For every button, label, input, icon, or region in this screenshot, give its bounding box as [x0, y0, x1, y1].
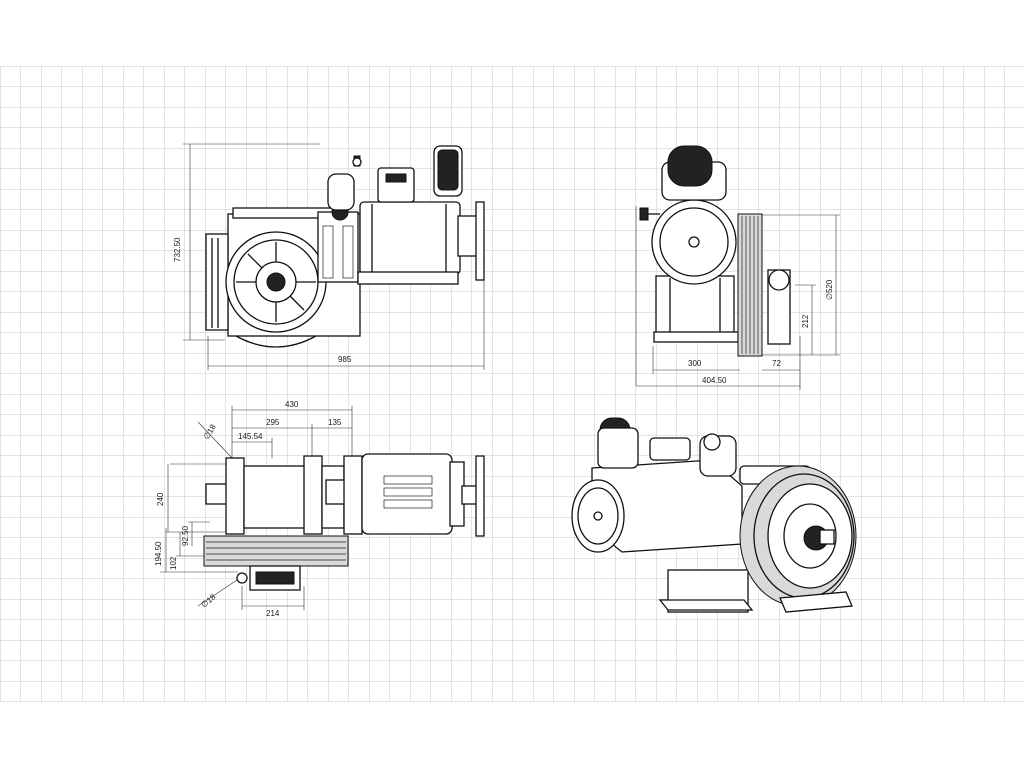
front-view: 732.50 985 [173, 143, 485, 370]
side-view: 300 72 404.50 ∅520 212 [635, 145, 840, 390]
top-overall-dim: 430 [285, 400, 299, 409]
top-dim-92: 92.50 [181, 525, 190, 546]
motor-housing [361, 453, 453, 535]
top-dim-194: 194.50 [154, 541, 163, 566]
base-foot-left [225, 457, 245, 535]
side-overall-dim: 404.50 [702, 376, 727, 385]
grid-background [0, 66, 1024, 702]
drawing-sheet: 732.50 985 [0, 66, 1024, 702]
side-diameter-dim: ∅520 [825, 279, 834, 300]
top-dim-135: 135 [328, 418, 342, 427]
gear-housing [655, 275, 735, 335]
side-width-dim-1: 300 [688, 359, 702, 368]
top-dim-240: 240 [156, 492, 165, 506]
motor-housing [359, 201, 461, 275]
sheave-grooves [203, 535, 349, 567]
terminal-box [377, 167, 415, 203]
side-height-dim: 212 [801, 314, 810, 328]
front-width-dim: 985 [338, 355, 352, 364]
top-view: 430 295 135 145.54 ∅18 240 194.50 102 92… [154, 400, 485, 618]
brake-assembly [317, 211, 359, 283]
top-dim-214: 214 [266, 609, 280, 618]
encoder [667, 145, 713, 187]
side-width-dim-2: 72 [772, 359, 781, 368]
front-height-dim: 732.50 [173, 237, 182, 262]
top-dim-145: 145.54 [238, 432, 263, 441]
top-dim-295: 295 [266, 418, 280, 427]
top-dim-102: 102 [169, 556, 178, 570]
technical-drawing: 732.50 985 [0, 66, 1024, 702]
isometric-view [571, 417, 857, 613]
